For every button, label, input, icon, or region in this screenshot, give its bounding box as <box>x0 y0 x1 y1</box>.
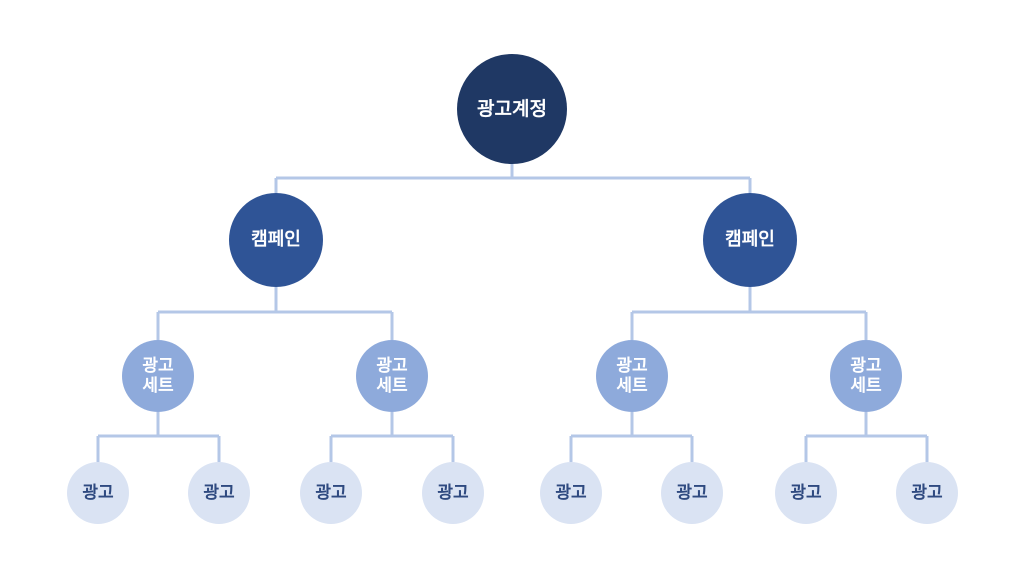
ad-set-label: 광고 세트 <box>850 355 882 396</box>
ad-account-label: 광고계정 <box>477 97 547 120</box>
ad-node: 광고 <box>188 462 250 524</box>
campaign-label: 캠페인 <box>251 229 301 251</box>
ad-node: 광고 <box>775 462 837 524</box>
campaign-node: 캠페인 <box>703 193 797 287</box>
campaign-label: 캠페인 <box>725 229 775 251</box>
ad-account-node: 광고계정 <box>457 54 567 164</box>
ad-node: 광고 <box>67 462 129 524</box>
ad-node: 광고 <box>422 462 484 524</box>
ad-set-label: 광고 세트 <box>376 355 408 396</box>
ad-set-label: 광고 세트 <box>616 355 648 396</box>
ad-set-node: 광고 세트 <box>356 340 428 412</box>
ad-label: 광고 <box>437 482 469 503</box>
ad-label: 광고 <box>676 482 708 503</box>
ad-label: 광고 <box>555 482 587 503</box>
ad-label: 광고 <box>203 482 235 503</box>
campaign-node: 캠페인 <box>229 193 323 287</box>
ad-node: 광고 <box>540 462 602 524</box>
ad-set-label: 광고 세트 <box>142 355 174 396</box>
ad-node: 광고 <box>661 462 723 524</box>
ad-node: 광고 <box>300 462 362 524</box>
ad-label: 광고 <box>911 482 943 503</box>
ad-label: 광고 <box>82 482 114 503</box>
ad-label: 광고 <box>790 482 822 503</box>
ad-set-node: 광고 세트 <box>596 340 668 412</box>
ad-node: 광고 <box>896 462 958 524</box>
ad-set-node: 광고 세트 <box>830 340 902 412</box>
ad-set-node: 광고 세트 <box>122 340 194 412</box>
ad-label: 광고 <box>315 482 347 503</box>
